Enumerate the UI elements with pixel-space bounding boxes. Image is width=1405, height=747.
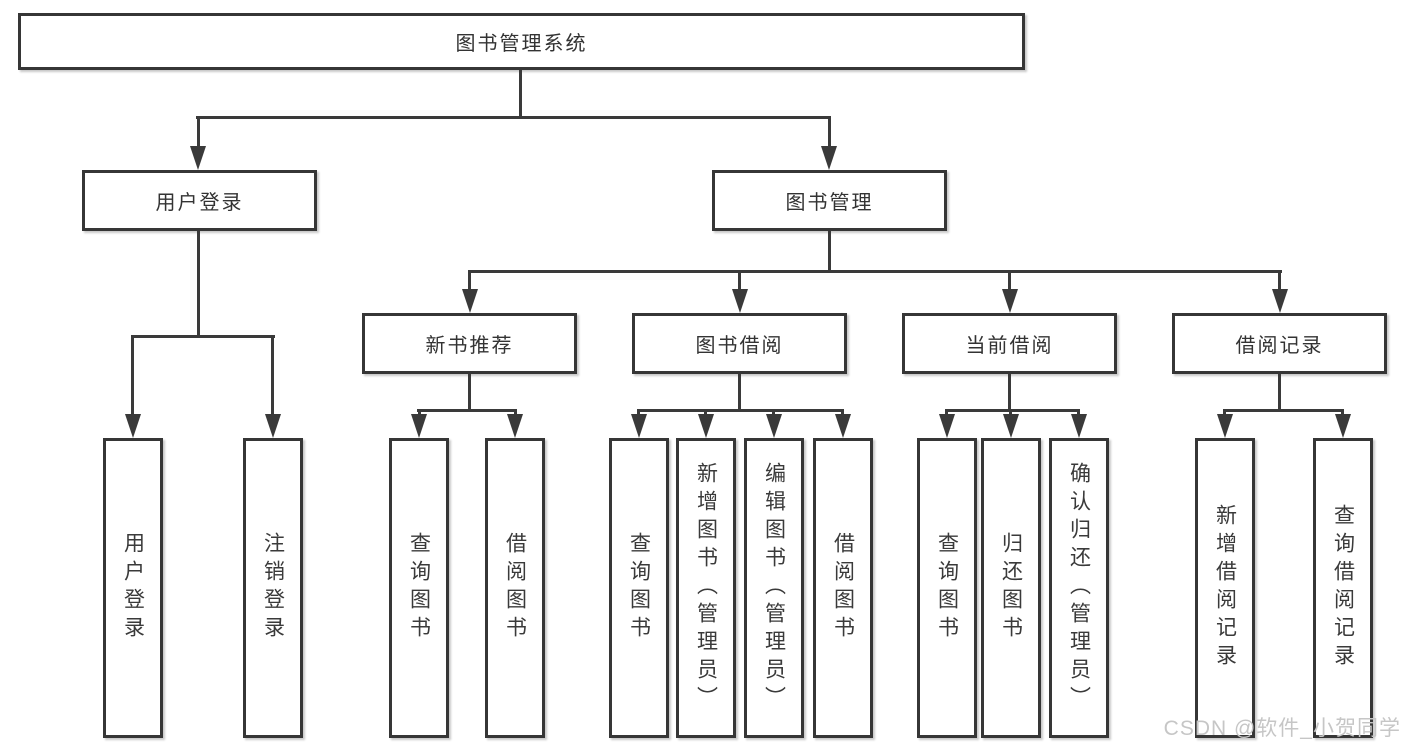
arrow-down-icon bbox=[462, 289, 478, 313]
connector-vline bbox=[197, 116, 200, 150]
node-book-borrow-label: 图书借阅 bbox=[695, 335, 784, 357]
connector-vline bbox=[197, 231, 200, 337]
connector-vline bbox=[468, 374, 471, 411]
node-book-borrow: 图书借阅 bbox=[632, 313, 847, 374]
arrow-down-icon bbox=[821, 146, 837, 170]
node-new-books: 新书推荐 bbox=[362, 313, 577, 374]
leaf-borrow-books-1-label: 借阅图书 bbox=[503, 532, 527, 644]
arrow-down-icon bbox=[190, 146, 206, 170]
arrow-down-icon bbox=[507, 414, 523, 438]
connector-vline bbox=[1278, 374, 1281, 411]
leaf-query-borrow-record-label: 查询借阅记录 bbox=[1331, 504, 1355, 672]
arrow-down-icon bbox=[1071, 414, 1087, 438]
arrow-down-icon bbox=[1272, 289, 1288, 313]
leaf-return-book: 归还图书 bbox=[981, 438, 1041, 738]
connector-hline bbox=[637, 409, 844, 412]
node-current-borrow: 当前借阅 bbox=[902, 313, 1117, 374]
connector-hline bbox=[468, 270, 1282, 273]
leaf-edit-book-admin: 编辑图书（管理员） bbox=[744, 438, 804, 738]
arrow-down-icon bbox=[1002, 289, 1018, 313]
leaf-borrow-books-1: 借阅图书 bbox=[485, 438, 545, 738]
connector-vline bbox=[1278, 270, 1281, 292]
connector-vline bbox=[828, 231, 831, 273]
arrow-down-icon bbox=[1003, 414, 1019, 438]
watermark: CSDN @软件_小贺同学 bbox=[1163, 717, 1401, 740]
leaf-user-login: 用户登录 bbox=[103, 438, 163, 738]
arrow-down-icon bbox=[265, 414, 281, 438]
arrow-down-icon bbox=[631, 414, 647, 438]
leaf-logout: 注销登录 bbox=[243, 438, 303, 738]
node-borrow-records-label: 借阅记录 bbox=[1235, 335, 1324, 357]
connector-vline bbox=[519, 70, 522, 118]
arrow-down-icon bbox=[939, 414, 955, 438]
node-current-borrow-label: 当前借阅 bbox=[965, 335, 1054, 357]
leaf-add-book-admin: 新增图书（管理员） bbox=[676, 438, 736, 738]
node-root: 图书管理系统 bbox=[18, 13, 1025, 70]
arrow-down-icon bbox=[698, 414, 714, 438]
connector-hline bbox=[196, 116, 831, 119]
leaf-query-books-2-label: 查询图书 bbox=[627, 532, 651, 644]
node-borrow-records: 借阅记录 bbox=[1172, 313, 1387, 374]
leaf-borrow-books-2: 借阅图书 bbox=[813, 438, 873, 738]
node-user-login-label: 用户登录 bbox=[155, 192, 244, 214]
leaf-user-login-label: 用户登录 bbox=[121, 532, 145, 644]
connector-vline bbox=[738, 374, 741, 411]
leaf-add-borrow-record-label: 新增借阅记录 bbox=[1213, 504, 1237, 672]
arrow-down-icon bbox=[732, 289, 748, 313]
arrow-down-icon bbox=[1217, 414, 1233, 438]
connector-vline bbox=[131, 335, 134, 417]
arrow-down-icon bbox=[125, 414, 141, 438]
leaf-confirm-return-admin: 确认归还（管理员） bbox=[1049, 438, 1109, 738]
node-book-mgmt: 图书管理 bbox=[712, 170, 947, 231]
node-root-label: 图书管理系统 bbox=[455, 33, 588, 55]
connector-hline bbox=[417, 409, 517, 412]
connector-vline bbox=[828, 116, 831, 150]
leaf-logout-label: 注销登录 bbox=[261, 532, 285, 644]
leaf-borrow-books-2-label: 借阅图书 bbox=[831, 532, 855, 644]
leaf-query-books-1: 查询图书 bbox=[389, 438, 449, 738]
leaf-query-borrow-record: 查询借阅记录 bbox=[1313, 438, 1373, 738]
leaf-return-book-label: 归还图书 bbox=[999, 532, 1023, 644]
connector-hline bbox=[131, 335, 275, 338]
leaf-query-books-1-label: 查询图书 bbox=[407, 532, 431, 644]
arrow-down-icon bbox=[411, 414, 427, 438]
leaf-confirm-return-admin-label: 确认归还（管理员） bbox=[1067, 462, 1091, 714]
leaf-add-book-admin-label: 新增图书（管理员） bbox=[694, 462, 718, 714]
connector-hline bbox=[1223, 409, 1344, 412]
leaf-edit-book-admin-label: 编辑图书（管理员） bbox=[762, 462, 786, 714]
node-user-login: 用户登录 bbox=[82, 170, 317, 231]
arrow-down-icon bbox=[835, 414, 851, 438]
connector-vline bbox=[468, 270, 471, 292]
connector-vline bbox=[1008, 374, 1011, 411]
node-book-mgmt-label: 图书管理 bbox=[785, 192, 874, 214]
arrow-down-icon bbox=[1335, 414, 1351, 438]
connector-vline bbox=[1008, 270, 1011, 292]
connector-vline bbox=[271, 335, 274, 417]
arrow-down-icon bbox=[766, 414, 782, 438]
connector-vline bbox=[738, 270, 741, 292]
leaf-query-books-3-label: 查询图书 bbox=[935, 532, 959, 644]
node-new-books-label: 新书推荐 bbox=[425, 335, 514, 357]
leaf-add-borrow-record: 新增借阅记录 bbox=[1195, 438, 1255, 738]
leaf-query-books-2: 查询图书 bbox=[609, 438, 669, 738]
leaf-query-books-3: 查询图书 bbox=[917, 438, 977, 738]
connector-hline bbox=[945, 409, 1080, 412]
